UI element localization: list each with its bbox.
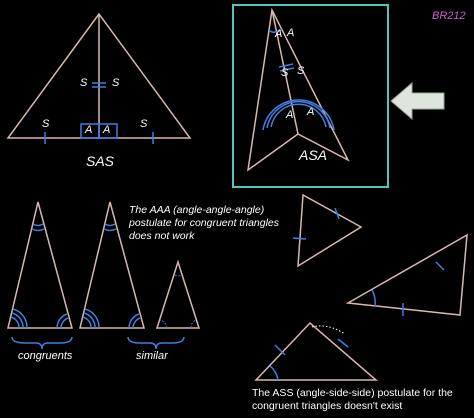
sas-right-angle-right <box>98 123 118 139</box>
ass-triangle-1 <box>297 193 363 268</box>
aaa-t1-top-arc-2 <box>31 228 45 232</box>
aaa-t2-right-arc-1 <box>132 317 141 329</box>
aaa-note: The AAA (angle-angle-angle) postulate fo… <box>129 204 280 242</box>
asa-top-arc-right <box>274 28 283 33</box>
aaa-t1-right-arc-1 <box>60 317 69 329</box>
figure-tag: BR212 <box>432 10 466 22</box>
asa-side-left-label: S <box>281 67 289 79</box>
aaa-t2-left-arc-2 <box>83 312 96 329</box>
aaa-t2-right-arc-2 <box>128 313 140 329</box>
ass-t1-tick-2 <box>292 237 307 240</box>
aaa-triangle-3 <box>155 259 201 329</box>
asa-angle-bottom-right-label: A <box>307 106 315 118</box>
aaa-t1-right-arc-2 <box>56 313 68 329</box>
ass-t3-tick-2 <box>274 344 286 356</box>
ass-note: The ASS (angle-side-side) postulate for … <box>252 387 453 412</box>
aaa-t3-top-arc-1 <box>174 274 182 277</box>
sas-side-top-left-label: S <box>80 77 88 89</box>
sas-angle-left-label: A <box>85 124 93 136</box>
congruents-caption: congruents <box>18 350 73 362</box>
aaa-t1-left-arc-3 <box>12 308 28 329</box>
asa-angle-bottom-left-label: A <box>286 109 294 121</box>
aaa-t3-left-arc <box>159 319 168 329</box>
ass-t1-tick <box>334 207 340 220</box>
ass-t3-dotted-arc <box>311 325 346 335</box>
similar-caption: similar <box>136 350 168 362</box>
aaa-t2-top-arc-2 <box>103 228 117 232</box>
ass-t3-tick <box>337 338 349 348</box>
aaa-t1-top-arc-1 <box>32 223 44 227</box>
asa-bottom-arc-2 <box>266 100 331 129</box>
congruents-brace <box>11 336 73 350</box>
sas-angle-right-label: A <box>103 124 111 136</box>
aaa-t2-top-arc-1 <box>104 223 116 227</box>
ass-triangle-2 <box>345 233 468 316</box>
asa-tick-1 <box>278 63 294 68</box>
aaa-triangle-1 <box>7 201 73 329</box>
sas-title: SAS <box>86 153 115 169</box>
aaa-t2-left-arc-1 <box>82 316 92 329</box>
sas-side-bottom-right-label: S <box>140 118 148 130</box>
aaa-figures <box>7 201 201 350</box>
similar-brace <box>127 336 185 350</box>
asa-figure <box>246 7 350 172</box>
sas-figure <box>6 12 192 144</box>
ass-t2-angle-arc <box>371 289 376 307</box>
asa-diagonal <box>271 9 299 135</box>
aaa-t2-left-arc-3 <box>84 308 100 329</box>
sas-side-bottom-left-label: S <box>42 118 50 130</box>
asa-quadrilateral <box>246 7 350 172</box>
asa-tick-2 <box>279 67 295 72</box>
left-arrow-icon <box>390 81 445 121</box>
asa-bottom-arc-1 <box>270 103 327 128</box>
sas-side-top-right-label: S <box>112 77 120 89</box>
asa-title: ASA <box>299 147 328 163</box>
aaa-t3-right-arc <box>190 319 197 329</box>
aaa-t1-left-arc-1 <box>10 316 20 329</box>
asa-angle-top-right-label: A <box>287 27 295 39</box>
ass-triangle-3 <box>254 321 379 381</box>
aaa-t1-left-arc-2 <box>11 312 24 329</box>
asa-angle-top-left-label: A <box>275 28 283 40</box>
asa-highlight-box <box>232 4 389 188</box>
ass-t2-tick <box>435 261 445 271</box>
aaa-triangle-2 <box>79 201 145 329</box>
asa-bottom-arc-3 <box>262 99 335 131</box>
asa-top-arc-left <box>268 29 276 33</box>
ass-figures <box>254 193 468 381</box>
asa-side-right-label: S <box>297 65 305 77</box>
ass-t3-angle-arc <box>269 365 279 381</box>
